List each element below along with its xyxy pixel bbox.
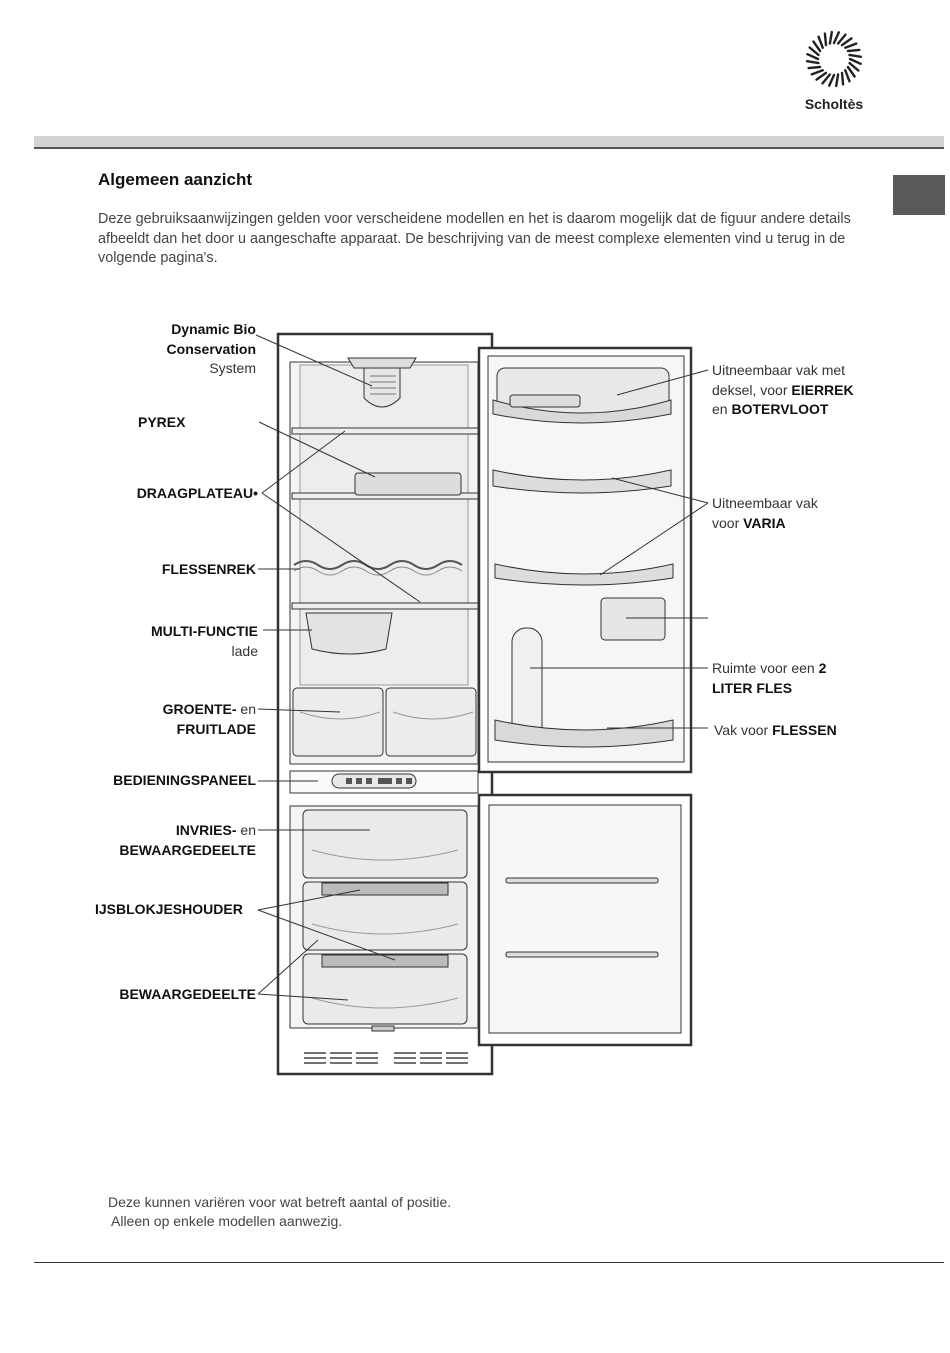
label-invries-line2: BEWAARGEDEELTE: [119, 841, 256, 858]
label-2-liter-number: 2: [818, 660, 827, 676]
page-title: Algemeen aanzicht: [98, 170, 252, 189]
label-groente-en: en: [236, 701, 256, 717]
label-multifunctie: MULTI-FUNCTIE lade: [100, 622, 258, 661]
label-multifunctie-line2: lade: [231, 642, 258, 659]
label-dynamic-bio: Dynamic Bio Conservation System: [100, 320, 256, 379]
label-2-liter-line2: LITER FLES: [712, 679, 793, 696]
footnote-1: Deze kunnen variëren voor wat betreft aa…: [108, 1194, 452, 1210]
brand-logo: Scholtès: [796, 28, 872, 118]
label-eierrek: Uitneembaar vak met deksel, voor EIERREK…: [712, 361, 854, 420]
label-2-liter-line1: Ruimte voor een: [712, 660, 819, 676]
language-tab: [893, 175, 945, 215]
label-groente-bold: GROENTE-: [162, 701, 237, 717]
header-rule: [34, 147, 944, 149]
label-eierrek-line3: en: [712, 401, 732, 418]
label-eierrek-line1: Uitneembaar vak met: [712, 362, 846, 378]
label-dynamic-bio-line1: Dynamic Bio: [171, 321, 256, 337]
label-draagplateau: DRAAGPLATEAU•: [100, 484, 258, 504]
sun-logo-icon: [805, 30, 863, 88]
label-invries: INVRIES- en BEWAARGEDEELTE: [100, 821, 256, 860]
label-eierrek-bold: EIERREK: [791, 381, 854, 398]
label-invries-en: en: [236, 822, 256, 838]
label-multifunctie-line1: MULTI-FUNCTIE: [150, 623, 258, 639]
intro-text: Deze gebruiksaanwijzingen gelden voor ve…: [98, 211, 851, 266]
label-varia-bold: VARIA: [743, 514, 786, 531]
label-flessenrek: FLESSENREK: [100, 560, 256, 580]
label-invries-bold: INVRIES-: [175, 822, 237, 838]
label-flessen-prefix: Vak voor: [714, 722, 773, 738]
label-dynamic-bio-line3: System: [209, 360, 256, 377]
brand-name: Scholtès: [804, 96, 864, 112]
label-bewaargedeelte-text: BEWAARGEDEELTE: [119, 986, 256, 1002]
label-ijsblokjes-text: IJSBLOKJESHOUDER: [95, 901, 243, 917]
label-ijsblokjes: IJSBLOKJESHOUDER: [95, 900, 243, 920]
label-pyrex: PYREX: [138, 413, 185, 433]
label-groente-line2: FRUITLADE: [176, 720, 256, 737]
label-flessen-bold: FLESSEN: [772, 722, 837, 738]
label-flessen: Vak voor FLESSEN: [714, 721, 837, 741]
label-varia-line1: Uitneembaar vak: [712, 495, 818, 511]
label-varia: Uitneembaar vak voor VARIA: [712, 494, 818, 533]
label-pyrex-text: PYREX: [138, 414, 186, 430]
label-botervloot-bold: BOTERVLOOT: [731, 401, 829, 418]
label-bedieningspaneel-text: BEDIENINGSPANEEL: [113, 772, 256, 788]
header-band: [34, 136, 944, 147]
label-draagplateau-text: DRAAGPLATEAU•: [136, 485, 258, 501]
label-bewaargedeelte: BEWAARGEDEELTE: [100, 985, 256, 1005]
label-varia-line2: voor: [712, 514, 744, 531]
label-2-liter-fles: Ruimte voor een 2 LITER FLES: [712, 659, 826, 698]
label-eierrek-line2: deksel, voor: [712, 381, 792, 398]
footnote-2: Alleen op enkele modellen aanwezig.: [111, 1213, 343, 1229]
footer-rule: [34, 1262, 944, 1263]
label-dynamic-bio-line2: Conservation: [166, 340, 256, 357]
label-groente: GROENTE- en FRUITLADE: [100, 700, 256, 739]
label-flessenrek-text: FLESSENREK: [161, 561, 256, 577]
label-bedieningspaneel: BEDIENINGSPANEEL: [100, 771, 256, 791]
